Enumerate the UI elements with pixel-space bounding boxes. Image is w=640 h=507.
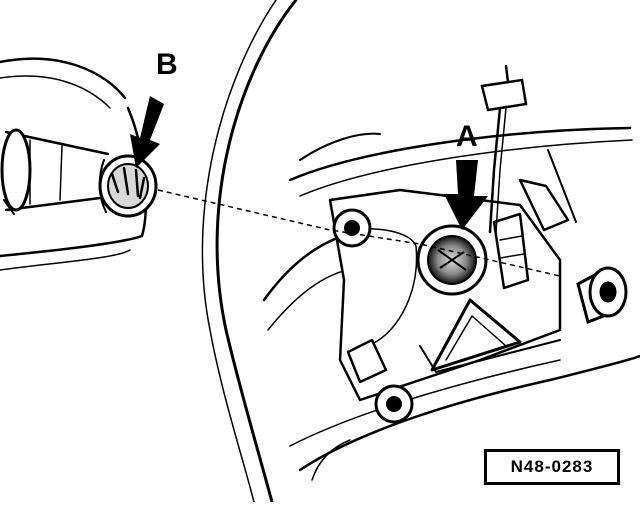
mounting-screw-lower — [374, 384, 414, 424]
steering-wheel-bolt — [576, 266, 628, 325]
steering-wheel — [201, 0, 640, 504]
label-b: B — [156, 48, 178, 81]
hub-centre-boss — [416, 224, 488, 296]
wiring-harness — [480, 64, 528, 234]
label-a: A — [456, 120, 478, 153]
column-hub — [98, 154, 158, 218]
figure-reference-number: N48-0283 — [484, 449, 620, 485]
steering-column — [0, 57, 158, 271]
arrow-a-icon — [444, 160, 488, 230]
mounting-screw-upper — [332, 208, 372, 248]
arrow-b-icon — [130, 96, 164, 168]
